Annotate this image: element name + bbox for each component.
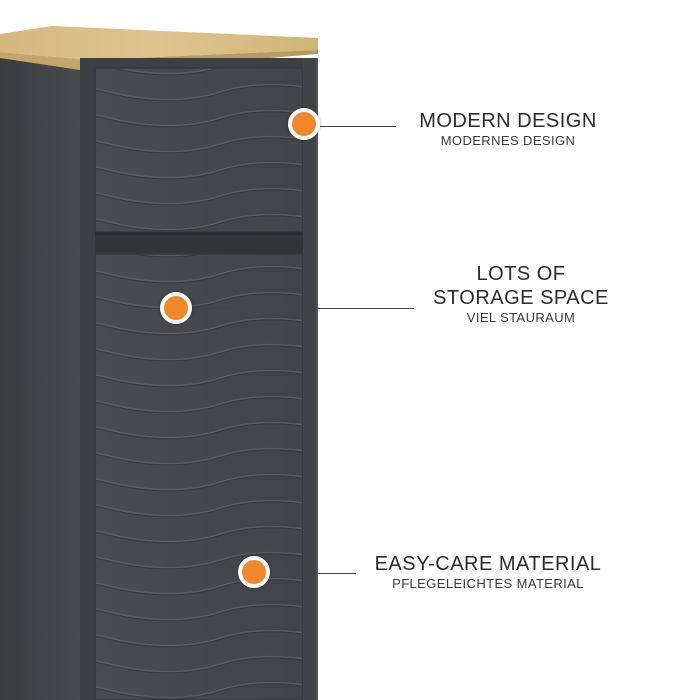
orange-dot-icon xyxy=(238,556,270,588)
orange-dot-icon xyxy=(160,292,192,324)
cabinet-side xyxy=(0,58,82,700)
leader-line xyxy=(270,573,356,574)
feature-subtitle: MODERNES DESIGN xyxy=(440,133,576,148)
feature-storage-space: LOTS OF STORAGE SPACE VIEL STAURAUM xyxy=(412,262,630,326)
feature-title: MODERN DESIGN xyxy=(419,110,597,132)
wooden-countertop xyxy=(0,26,318,60)
orange-dot-icon xyxy=(288,108,320,140)
handle-recess xyxy=(95,232,303,254)
feature-modern-design: MODERN DESIGN MODERNES DESIGN xyxy=(408,109,608,149)
feature-subtitle: VIEL STAURAUM xyxy=(466,310,576,325)
leader-line xyxy=(192,308,414,309)
feature-title: EASY-CARE MATERIAL xyxy=(374,553,602,575)
leader-line xyxy=(320,126,396,127)
feature-title-line2: STORAGE SPACE xyxy=(433,287,609,309)
feature-easy-care-material: EASY-CARE MATERIAL PFLEGELEICHTES MATERI… xyxy=(362,552,614,592)
feature-subtitle: PFLEGELEICHTES MATERIAL xyxy=(392,576,584,591)
feature-title-line1: LOTS OF xyxy=(476,263,566,285)
